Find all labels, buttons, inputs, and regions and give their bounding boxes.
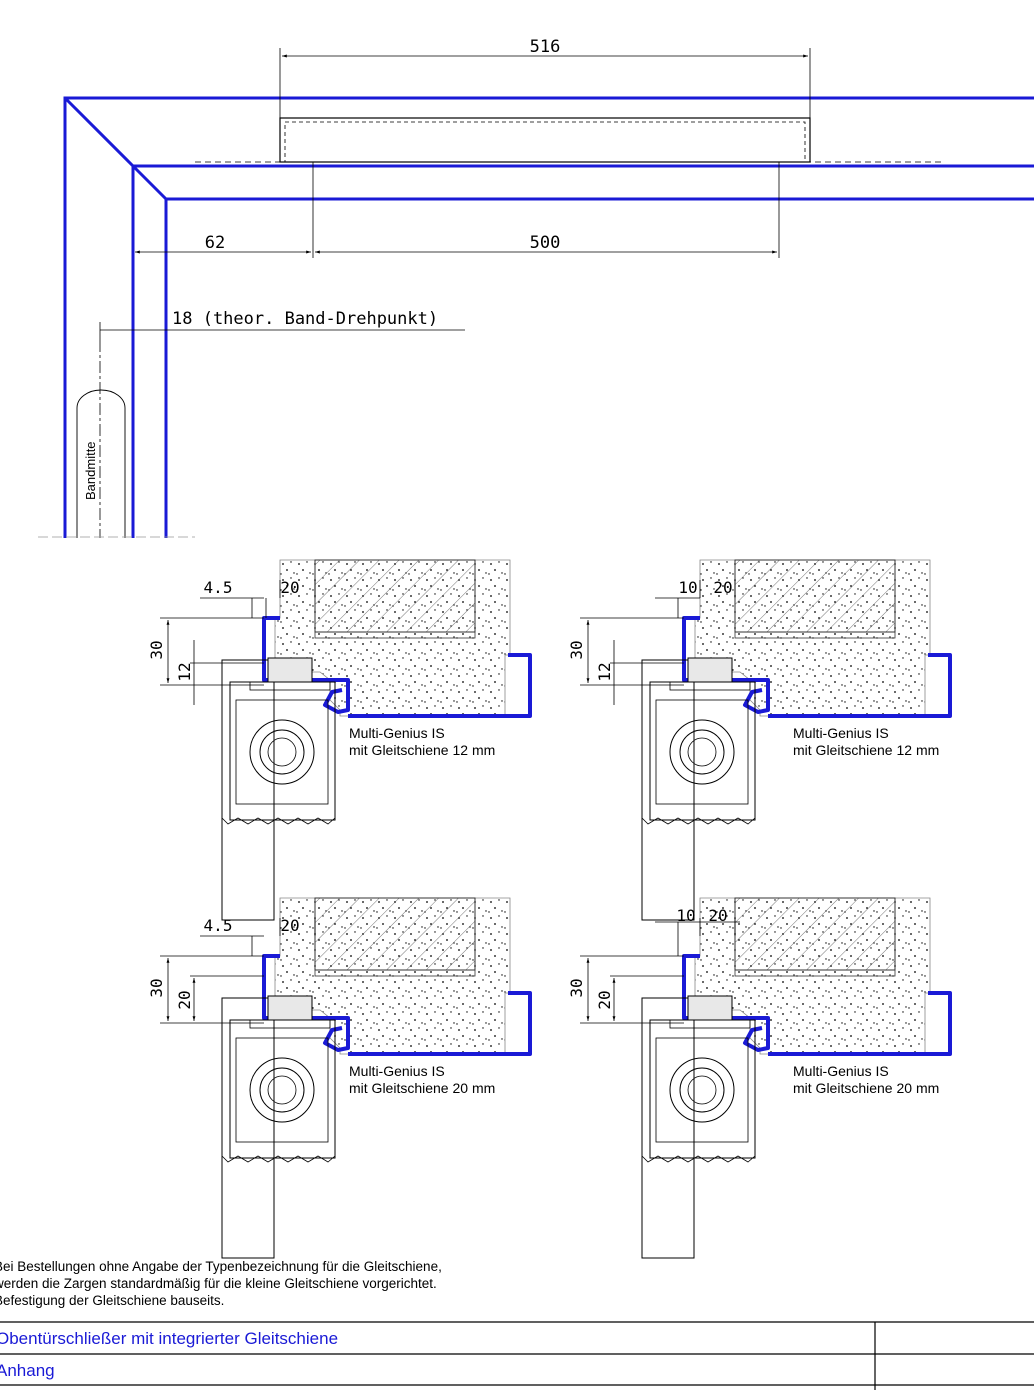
detail-4-dim-s: 20 bbox=[595, 990, 614, 1009]
detail-1 bbox=[160, 558, 532, 922]
top-view bbox=[38, 48, 1034, 538]
dim-18-label: 18 (theor. Band-Drehpunkt) bbox=[172, 309, 438, 329]
detail-1-dim-a: 4.5 bbox=[204, 578, 233, 597]
detail-4-label-1: Multi-Genius IS bbox=[793, 1063, 889, 1079]
dim-516: 516 bbox=[530, 37, 561, 57]
detail-1-dim-b: 20 bbox=[280, 578, 299, 597]
detail-3-dim-h: 30 bbox=[147, 978, 166, 997]
detail-1-label-2: mit Gleitschiene 12 mm bbox=[349, 742, 495, 758]
title-block-grid bbox=[0, 1321, 1034, 1390]
detail-1-dim-h: 30 bbox=[147, 640, 166, 659]
detail-4-dim-a: 10 bbox=[676, 906, 695, 925]
detail-3-label-1: Multi-Genius IS bbox=[349, 1063, 445, 1079]
detail-4-dim-h: 30 bbox=[567, 978, 586, 997]
detail-3-dim-b: 20 bbox=[280, 916, 299, 935]
title-block-row-1: Obentürschließer mit integrierter Gleits… bbox=[0, 1329, 339, 1348]
detail-2-dim-a: 10 bbox=[678, 578, 697, 597]
detail-4 bbox=[580, 896, 952, 1260]
detail-2-label-2: mit Gleitschiene 12 mm bbox=[793, 742, 939, 758]
title-block-row-2: Anhang bbox=[0, 1361, 55, 1380]
detail-2-label-1: Multi-Genius IS bbox=[793, 725, 889, 741]
note-line-2: werden die Zargen standardmäßig für die … bbox=[0, 1276, 437, 1291]
detail-2-dim-h: 30 bbox=[567, 640, 586, 659]
detail-3-dim-s: 20 bbox=[175, 990, 194, 1009]
detail-3-dim-a: 4.5 bbox=[204, 916, 233, 935]
detail-4-dim-b: 20 bbox=[708, 906, 727, 925]
detail-2-dim-b: 20 bbox=[713, 578, 732, 597]
detail-2-dim-s: 12 bbox=[595, 662, 614, 681]
detail-1-dim-s: 12 bbox=[175, 662, 194, 681]
bandmitte-label: Bandmitte bbox=[83, 441, 98, 500]
detail-3-label-2: mit Gleitschiene 20 mm bbox=[349, 1080, 495, 1096]
detail-1-label-1: Multi-Genius IS bbox=[349, 725, 445, 741]
dim-62: 62 bbox=[205, 233, 225, 253]
dim-500: 500 bbox=[530, 233, 561, 253]
detail-3 bbox=[160, 896, 532, 1260]
note-line-1: Bei Bestellungen ohne Angabe der Typenbe… bbox=[0, 1259, 442, 1274]
order-note: Bei Bestellungen ohne Angabe der Typenbe… bbox=[0, 1258, 442, 1309]
detail-4-label-2: mit Gleitschiene 20 mm bbox=[793, 1080, 939, 1096]
detail-2 bbox=[580, 558, 952, 922]
note-line-3: Befestigung der Gleitschiene bauseits. bbox=[0, 1293, 225, 1308]
